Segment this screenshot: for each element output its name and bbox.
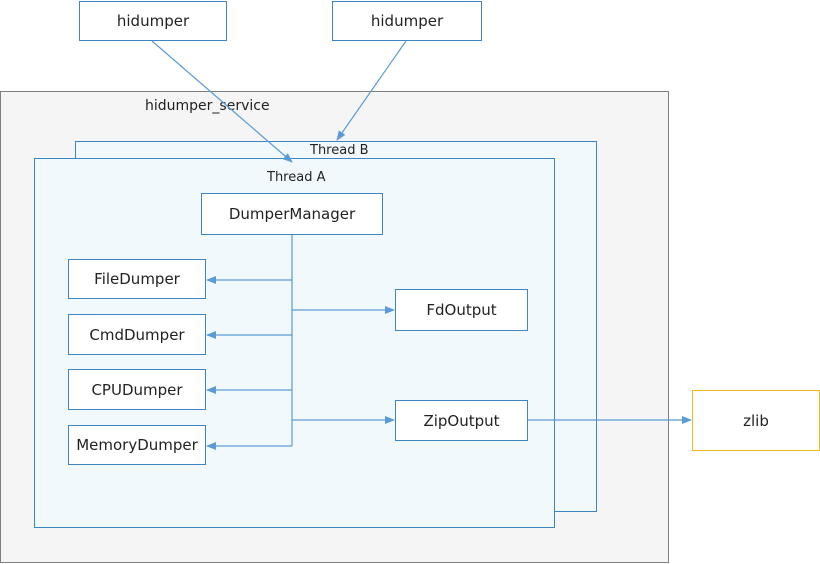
fd-output-box: FdOutput: [395, 289, 528, 331]
cpu-dumper-box: CPUDumper: [68, 369, 206, 410]
file-dumper-box: FileDumper: [68, 259, 206, 299]
thread-a-label: Thread A: [267, 170, 326, 185]
thread-b-label: Thread B: [310, 143, 369, 158]
hidumper-service-label: hidumper_service: [145, 98, 270, 114]
zlib-box: zlib: [692, 390, 820, 451]
memory-dumper-box: MemoryDumper: [68, 425, 206, 465]
hidumper-client-box-2: hidumper: [332, 1, 482, 41]
dumper-manager-box: DumperManager: [201, 193, 383, 235]
cmd-dumper-box: CmdDumper: [68, 314, 206, 355]
zip-output-box: ZipOutput: [395, 400, 528, 441]
hidumper-client-box-1: hidumper: [79, 1, 227, 41]
